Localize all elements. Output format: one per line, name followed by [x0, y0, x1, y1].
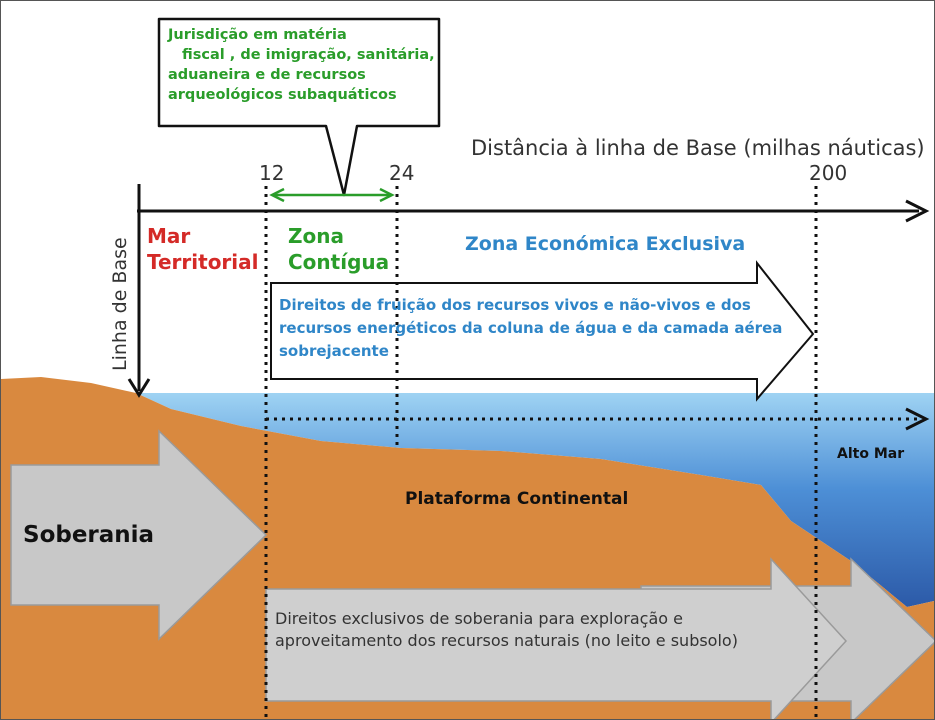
- contiguous-zone-line: Contígua: [288, 250, 390, 274]
- tick-200: 200: [809, 161, 848, 185]
- callout-text: Jurisdição em matéria fiscal , de imigra…: [168, 25, 438, 105]
- contiguous-zone-label: Zona Contígua: [288, 223, 389, 275]
- sovereignty-label: Soberania: [23, 522, 155, 548]
- eez-title: Zona Económica Exclusiva: [465, 233, 746, 255]
- high-seas-arrowhead: [905, 407, 930, 431]
- callout-box: [157, 17, 441, 197]
- baseline-arrowhead: [127, 378, 151, 398]
- callout-line: fiscal , de imigração, sanitária,: [182, 47, 435, 63]
- exclusive-rights-text: Direitos exclusivos de soberania para ex…: [275, 609, 738, 651]
- callout-line: arqueológicos subaquáticos: [168, 87, 397, 103]
- territorial-sea-line: Mar: [147, 224, 191, 248]
- continental-shelf-label: Plataforma Continental: [405, 489, 629, 509]
- contiguous-span-arrowhead-right: [379, 187, 395, 203]
- tick-12: 12: [259, 161, 285, 185]
- baseline-label: Linha de Base: [109, 237, 131, 371]
- contiguous-zone-line: Zona: [288, 224, 344, 248]
- callout-line: aduaneira e de recursos: [168, 67, 366, 83]
- axis-title: Distância à linha de Base (milhas náutic…: [471, 136, 925, 160]
- territorial-sea-line: Territorial: [147, 250, 259, 274]
- eez-arrow: [270, 260, 815, 402]
- eez-description: Direitos de fruição dos recursos vivos e…: [279, 296, 783, 360]
- sea: [136, 393, 934, 607]
- tick-24: 24: [389, 161, 415, 185]
- distance-axis-arrowhead: [905, 199, 930, 223]
- soberania-arrow: [10, 429, 268, 641]
- callout-line: Jurisdição em matéria: [168, 27, 347, 43]
- territorial-sea-label: Mar Territorial: [147, 223, 259, 275]
- high-seas-label: Alto Mar: [837, 446, 905, 462]
- direitos-arrow-front: [265, 557, 848, 719]
- contiguous-span-arrowhead-left: [269, 187, 285, 203]
